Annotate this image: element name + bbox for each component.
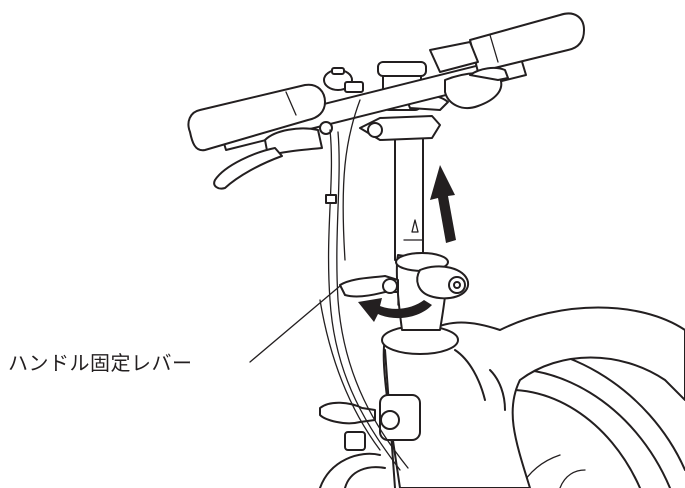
- handle-lock-lever: [339, 252, 470, 331]
- frame: [381, 306, 685, 488]
- callout-leader-line: [249, 285, 341, 363]
- up-arrow-icon: [430, 165, 456, 243]
- lower-clamp: [319, 394, 421, 451]
- handle-lock-lever-label: ハンドル固定レバー: [8, 351, 193, 375]
- cables: [319, 99, 409, 471]
- stem-tube: [394, 129, 424, 261]
- left-brake-lever: [213, 121, 333, 190]
- bell: [323, 67, 364, 93]
- rotate-arrow-icon: [358, 298, 432, 322]
- right-brake-lever: [429, 41, 509, 110]
